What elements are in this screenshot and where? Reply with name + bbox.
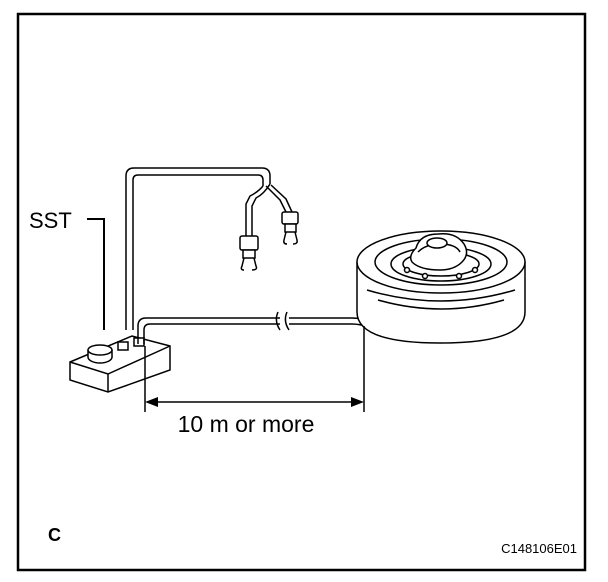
sst-label: SST (29, 208, 72, 233)
right-clip-connector (281, 211, 299, 245)
cable-break-mark (275, 311, 290, 331)
left-clip-connector (239, 235, 259, 271)
corner-letter: C (48, 525, 61, 545)
split-leads (245, 183, 293, 236)
steering-pad (409, 232, 468, 271)
figure-code: C148106E01 (501, 541, 577, 556)
upper-cable (125, 167, 271, 330)
distance-dimension (144, 326, 365, 412)
distance-label: 10 m or more (178, 411, 315, 437)
sst-leader-line (87, 218, 105, 330)
